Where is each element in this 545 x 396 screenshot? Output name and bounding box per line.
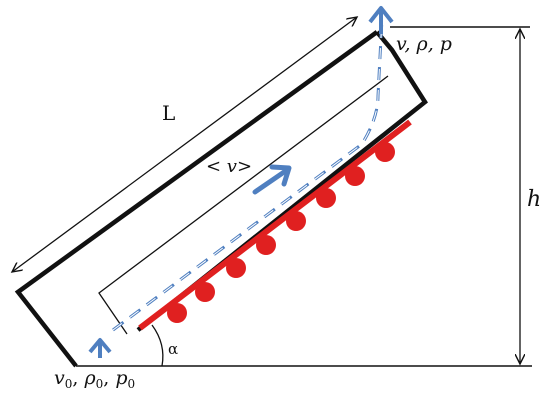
heater-dot xyxy=(316,188,336,208)
angle-label: α xyxy=(168,340,178,358)
arrow-up-icon xyxy=(88,338,112,358)
heater-dot xyxy=(375,142,395,162)
heater-dot xyxy=(167,303,187,323)
heater-dot xyxy=(345,166,365,186)
heated-wall-strip xyxy=(138,119,412,331)
angle-arc xyxy=(151,324,164,367)
inner-tube-outline xyxy=(98,75,389,335)
height-label: h xyxy=(527,187,541,212)
arrow-up-icon xyxy=(368,6,394,34)
heater-dot xyxy=(256,235,276,255)
mean-velocity-label: < v> xyxy=(206,156,252,177)
length-dimension-line xyxy=(12,17,357,272)
length-label: L xyxy=(162,101,175,125)
flow-centerline-inner xyxy=(112,17,383,331)
heater-dot xyxy=(286,211,306,231)
heater-dot xyxy=(195,282,215,302)
inlet-state-label: v0, ρ0, p0 xyxy=(54,367,135,391)
outer-tube-top-edge xyxy=(136,30,428,332)
outlet-state-label: v, ρ, p xyxy=(396,33,452,55)
heater-dot xyxy=(226,258,246,278)
arrow-right-icon xyxy=(252,164,292,195)
